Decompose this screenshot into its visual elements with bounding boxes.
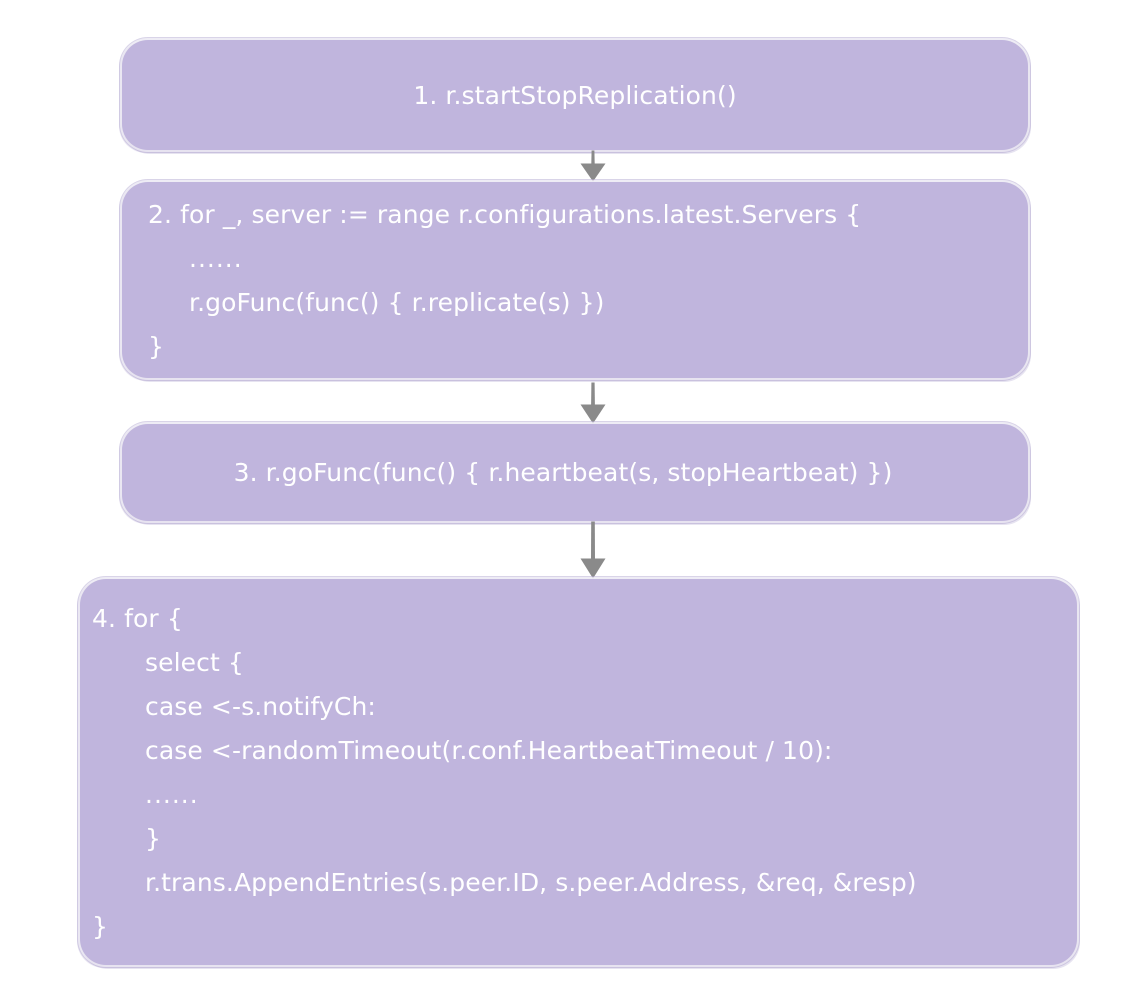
step-4-line-7: r.trans.AppendEntries(s.peer.ID, s.peer.… [145,867,917,897]
step-2-line-3: r.goFunc(func() { r.replicate(s) }) [189,287,605,317]
step-3-line-1: 3. r.goFunc(func() { r.heartbeat(s, stop… [233,458,893,487]
step-4-line-6: } [145,823,162,853]
step-4-line-2: select { [145,647,244,677]
flow-box-step-4[interactable]: 4. for { select { case <-s.notifyCh: cas… [80,579,1077,965]
step-4-line-3: case <-s.notifyCh: [145,691,376,721]
step-4-line-1: 4. for { [92,603,183,633]
flow-box-step-3[interactable]: 3. r.goFunc(func() { r.heartbeat(s, stop… [122,424,1028,521]
flow-box-step-1[interactable]: 1. r.startStopReplication() [122,40,1028,150]
arrow-step-2-to-step-3 [576,382,610,424]
step-2-line-2: ...... [189,243,243,273]
arrow-step-3-to-step-4 [576,521,610,579]
step-4-line-5: ...... [145,779,199,809]
flow-box-step-2[interactable]: 2. for _, server := range r.configuratio… [122,182,1028,378]
step-1-line-1: 1. r.startStopReplication() [413,80,737,110]
step-2-line-4: } [148,331,165,361]
step-2-line-1: 2. for _, server := range r.configuratio… [148,199,862,229]
arrow-step-1-to-step-2 [576,150,610,182]
step-4-line-8: } [92,911,109,941]
step-4-line-4: case <-randomTimeout(r.conf.HeartbeatTim… [145,735,833,765]
